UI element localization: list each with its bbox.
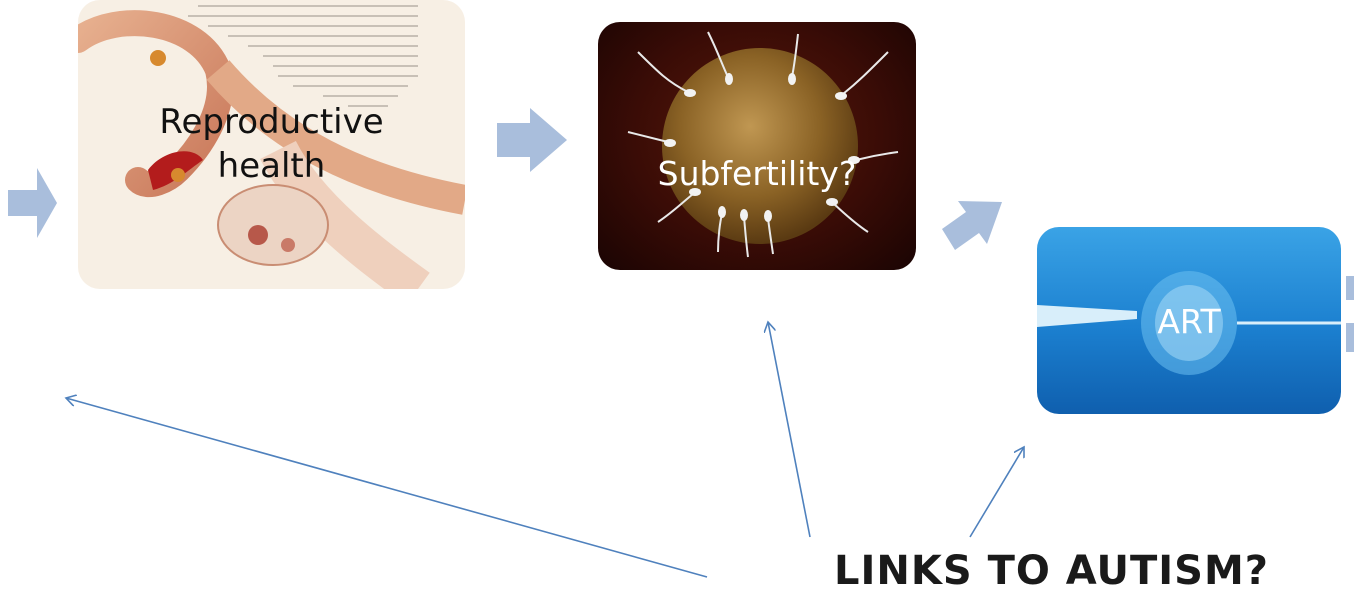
connector-to-art [969,447,1024,538]
art-card: ART [1037,227,1341,414]
flow-chevron-into-reproductive-health [8,168,57,238]
flow-chevron-out-of-frame [1346,276,1354,300]
subfertility-card: Subfertility? [598,22,916,270]
egg-and-sperm-illustration [627,31,899,258]
flow-chevron-out-of-frame-lower [1346,323,1354,352]
reproductive-health-card: Reproductive health [78,0,465,289]
reproductive-health-label-line2: health [217,146,326,186]
links-to-autism-question: LINKS TO AUTISM? [834,548,1269,594]
connector-to-reproductive-health [66,398,708,578]
art-label: ART [1157,302,1221,341]
ivf-microinjection-illustration [1037,271,1341,375]
reproductive-anatomy-illustration [78,5,465,289]
connector-to-subfertility [768,322,811,538]
flow-chevron-to-subfertility [497,108,567,172]
reproductive-health-label-line1: Reproductive [159,102,384,142]
subfertility-label: Subfertility? [657,154,857,193]
reproductive-health-label: Reproductive health [78,100,465,188]
flow-chevron-to-art [942,201,1002,250]
